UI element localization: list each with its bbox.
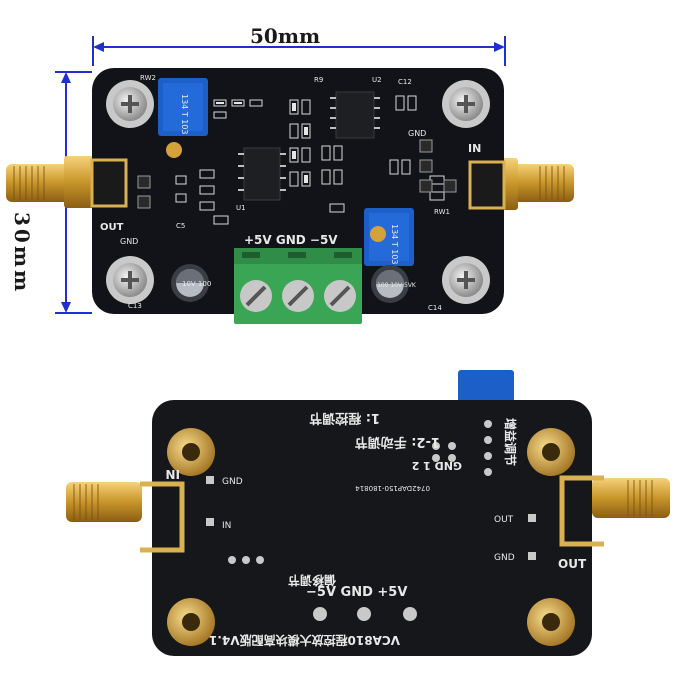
width-dimension-label: 50mm — [250, 24, 321, 48]
standoff-nut-icon — [167, 428, 215, 476]
back-gnd-pad-left-label: GND — [222, 477, 243, 487]
back-jumper-label: GND 1 2 — [412, 459, 462, 472]
screw-icon — [106, 80, 154, 128]
screw-icon — [442, 256, 490, 304]
front-u2-label: U2 — [372, 76, 382, 84]
trimmer-left-text: 134 T 103 — [180, 94, 189, 135]
front-c13-label: C13 — [128, 302, 142, 310]
front-r9-label: R9 — [314, 76, 323, 84]
back-board: 1: 程控调节 1-2: 手动调节 偏移调节 VCA810程控放大模块高配版V4… — [66, 370, 670, 656]
power-terminal-block — [234, 248, 362, 324]
screw-icon — [442, 80, 490, 128]
trimmer-right-text: 134 T 103 — [390, 224, 399, 265]
back-pcb — [152, 400, 592, 656]
front-power-label: +5V GND −5V — [244, 233, 338, 247]
front-board: 134 T 103 134 T 103 — [6, 68, 574, 324]
capacitor-right-text: 100 10V 5VK — [377, 282, 417, 289]
sma-connector-back-left — [66, 482, 142, 522]
back-mode1-label: 1: 程控调节 — [309, 410, 380, 426]
standoff-nut-icon — [167, 598, 215, 646]
back-offset-label: 偏移调节 — [288, 573, 336, 588]
solder-pads — [206, 420, 536, 621]
back-gnd-pad-label: GND — [494, 553, 515, 563]
pin-header — [137, 139, 457, 209]
front-rw1-label: RW1 — [434, 208, 450, 216]
front-c14-label: C14 — [428, 304, 442, 312]
back-in-label: IN — [165, 467, 180, 481]
front-c5-label: C5 — [176, 222, 185, 230]
capacitor-left: 10V 100 — [171, 264, 211, 302]
front-gnd-left-label: GND — [120, 237, 138, 246]
width-dimension-line — [92, 36, 506, 66]
back-title-label: VCA810程控放大模块高配版V4.1 — [209, 633, 400, 648]
standoff-nut-icon — [527, 598, 575, 646]
back-gain-label: 增益调节 — [503, 418, 518, 466]
back-out-pad-label: OUT — [494, 515, 514, 525]
back-out-label: OUT — [558, 557, 587, 571]
height-dimension-label: 30mm — [10, 212, 34, 295]
capacitor-right: 100 10V 5VK — [371, 265, 417, 303]
back-serial-label: 0742DAP150-180814 — [355, 484, 430, 492]
trimmer-potentiometer-left: 134 T 103 — [158, 78, 208, 158]
front-c12-label: C12 — [398, 78, 412, 86]
sma-connector-back-right — [592, 478, 670, 518]
front-out-label: OUT — [100, 222, 124, 233]
front-u1-label: U1 — [236, 204, 246, 212]
front-in-label: IN — [468, 142, 481, 155]
ic-chip-u1 — [243, 147, 281, 201]
back-mode2-label: 1-2: 手动调节 — [355, 434, 440, 450]
screw-icon — [106, 256, 154, 304]
ic-chip-u2 — [335, 91, 375, 139]
front-rw2-label: RW2 — [140, 74, 156, 82]
capacitor-left-text: 10V 100 — [182, 280, 211, 288]
sma-connector-left — [6, 156, 98, 208]
trimmer-potentiometer-right: 134 T 103 — [364, 208, 414, 266]
front-gnd-right-label: GND — [408, 129, 426, 138]
standoff-nut-icon — [527, 428, 575, 476]
back-power-label: −5V GND +5V — [306, 585, 407, 600]
smd-components — [175, 95, 445, 225]
back-in-pad-label: IN — [222, 521, 231, 531]
